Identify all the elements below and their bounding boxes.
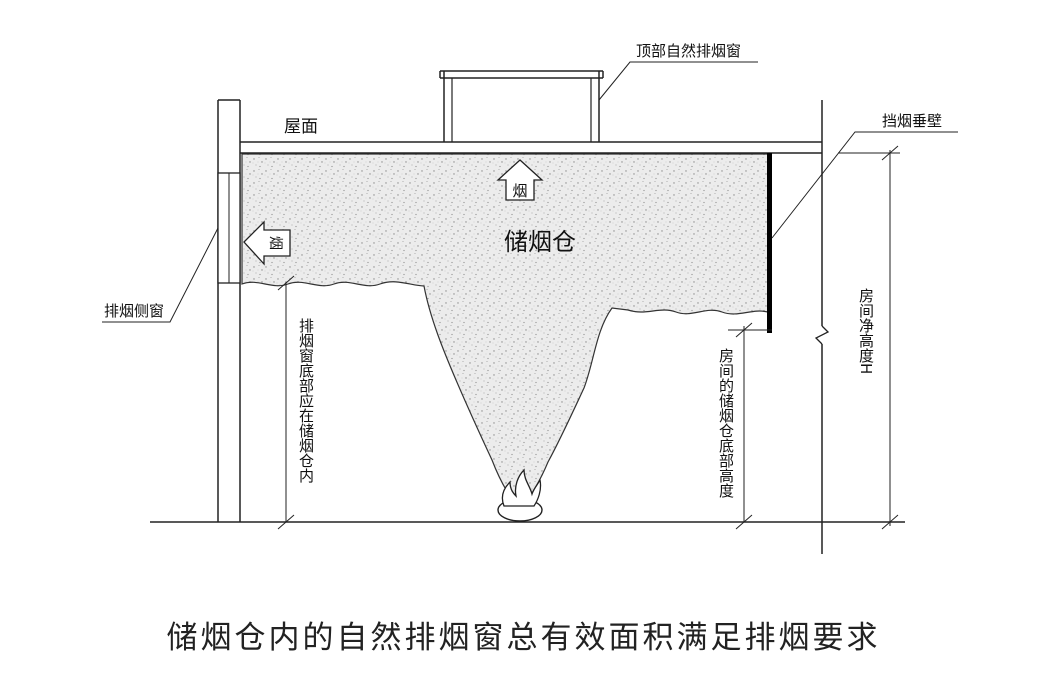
- roof-label: 屋面: [284, 117, 318, 137]
- dim-left-tick-top: [277, 275, 295, 291]
- reservoir-bottom-height-label: 房间的储烟仓底部高度: [717, 348, 735, 498]
- smoke-fill: [241, 153, 769, 511]
- dim-left-tick-bottom: [277, 514, 295, 530]
- smoke-curtain: [767, 153, 772, 333]
- window-bottom-rule-label: 排烟窗底部应在储烟仓内: [297, 318, 315, 484]
- room-clear-height-label: 房间净高度H: [857, 288, 875, 374]
- smoke-curtain-label: 挡烟垂壁: [882, 112, 942, 130]
- dim-mid-tick-top: [735, 322, 753, 338]
- top-window-leader: [598, 61, 758, 101]
- dim-mid-tick-bottom: [735, 514, 753, 530]
- dim-right-tick-top: [881, 145, 899, 161]
- smoke-up-label: 烟: [512, 182, 527, 200]
- smoke-left-label: 烟: [267, 236, 283, 250]
- smoke-curtain-leader: [771, 131, 958, 239]
- side-window-label: 排烟侧窗: [104, 302, 164, 320]
- smoke-reservoir-label: 储烟仓: [504, 228, 576, 256]
- smoke-up-arrow: [496, 159, 544, 201]
- smoke-left-arrow: [243, 220, 291, 266]
- dim-right-tick-bottom: [881, 514, 899, 530]
- figure-caption: 储烟仓内的自然排烟窗总有效面积满足排烟要求: [166, 620, 881, 656]
- top-window-label: 顶部自然排烟窗: [636, 42, 741, 60]
- fire-icon: [501, 468, 542, 507]
- side-window-leader: [102, 227, 219, 323]
- right-wall-break: [814, 325, 830, 345]
